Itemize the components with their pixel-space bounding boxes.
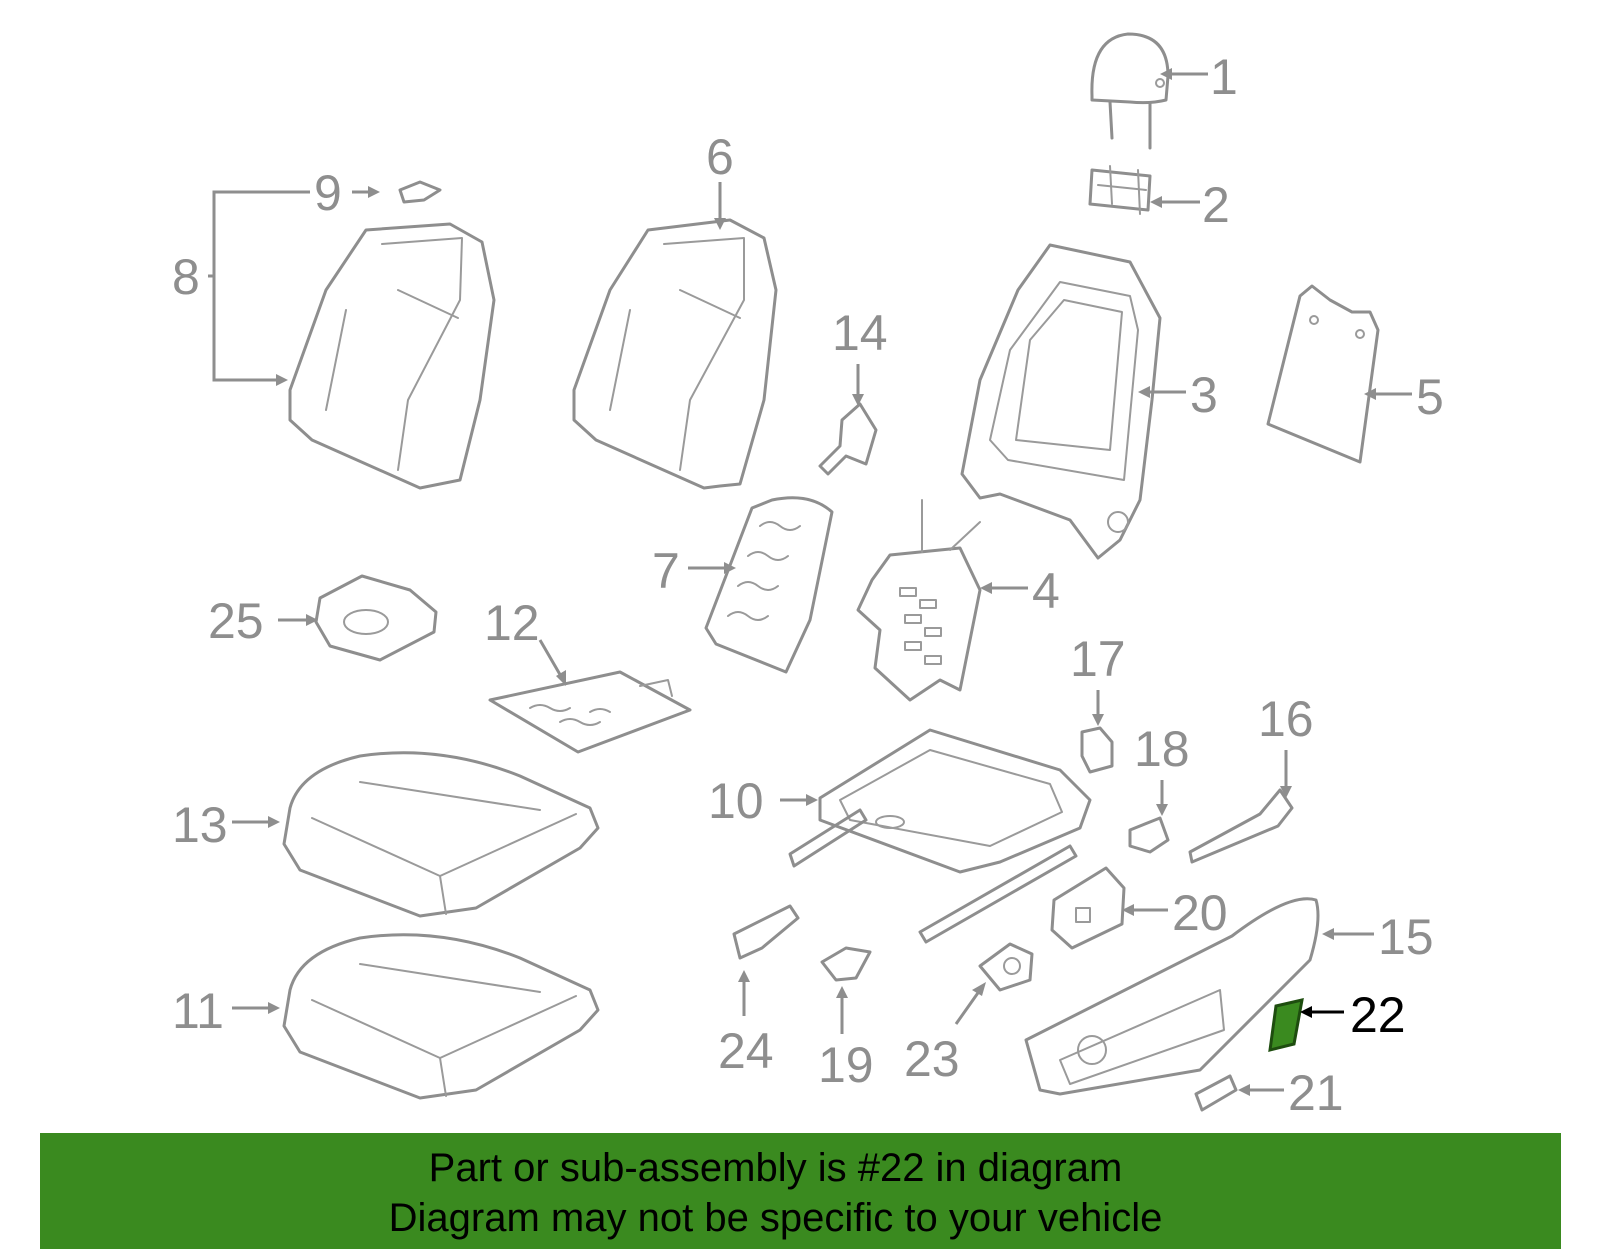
callout-14: 14	[832, 305, 888, 361]
callout-23: 23	[904, 1031, 960, 1087]
part-20-switch-assy[interactable]	[1050, 866, 1126, 950]
part-6-seatback-cover[interactable]	[572, 218, 778, 490]
callout-24: 24	[718, 1023, 774, 1079]
part-24-trim[interactable]	[732, 904, 800, 960]
callout-7: 7	[652, 543, 680, 599]
part-16-rod[interactable]	[1188, 788, 1294, 864]
part-13-seat-cushion-cover[interactable]	[282, 751, 600, 918]
callout-22: 22	[1350, 987, 1406, 1043]
part-25-speaker[interactable]	[314, 574, 438, 662]
callout-18: 18	[1134, 721, 1190, 777]
part-10-seat-frame[interactable]	[788, 728, 1092, 944]
callout-12: 12	[484, 595, 540, 651]
part-19-cover[interactable]	[820, 946, 872, 982]
part-18-cap[interactable]	[1128, 816, 1170, 854]
part-15-side-shield[interactable]	[1024, 897, 1320, 1096]
callout-17: 17	[1070, 631, 1126, 687]
callout-10: 10	[708, 773, 764, 829]
callout-9: 9	[314, 165, 342, 221]
part-12-seat-heater[interactable]	[488, 670, 692, 754]
callout-19: 19	[818, 1037, 874, 1093]
callout-1: 1	[1210, 49, 1238, 105]
part-1-headrest[interactable]	[1090, 32, 1170, 150]
part-21-knob[interactable]	[1194, 1074, 1238, 1112]
part-2-headrest-guide[interactable]	[1088, 165, 1152, 215]
leader-lines	[208, 68, 1412, 1096]
part-8-seatback-assembly[interactable]	[288, 222, 496, 490]
callout-13: 13	[172, 797, 228, 853]
banner-line-2: Diagram may not be specific to your vehi…	[388, 1196, 1163, 1240]
part-22-switch-knob[interactable]	[1268, 998, 1304, 1052]
part-4-lumbar[interactable]	[856, 499, 982, 702]
part-17-clip[interactable]	[1080, 726, 1114, 774]
callout-11: 11	[172, 983, 224, 1039]
part-7-back-pad[interactable]	[704, 496, 834, 674]
part-11-seat-cushion[interactable]	[282, 933, 600, 1100]
callout-4: 4	[1032, 563, 1060, 619]
part-5-back-panel[interactable]	[1266, 284, 1380, 464]
part-23-knob[interactable]	[978, 942, 1034, 992]
callout-25: 25	[208, 593, 264, 649]
banner-line-1: Part or sub-assembly is #22 in diagram	[428, 1146, 1123, 1190]
part-3-seatback-frame[interactable]	[960, 243, 1162, 560]
callout-15: 15	[1378, 909, 1434, 965]
callout-6: 6	[706, 129, 734, 185]
callout-20: 20	[1172, 885, 1228, 941]
part-9-cap[interactable]	[398, 180, 442, 204]
callout-2: 2	[1202, 177, 1230, 233]
callout-5: 5	[1416, 369, 1444, 425]
callout-3: 3	[1190, 367, 1218, 423]
part-info-banner: Part or sub-assembly is #22 in diagram D…	[40, 1133, 1561, 1249]
callout-8: 8	[172, 249, 200, 305]
part-14-bracket[interactable]	[818, 402, 878, 476]
callout-16: 16	[1258, 691, 1314, 747]
callout-21: 21	[1288, 1065, 1344, 1121]
callout-labels: 1 2 3 4 5 6 7 8 9 10 11 12 13 14 15 16 1…	[172, 49, 1444, 1121]
